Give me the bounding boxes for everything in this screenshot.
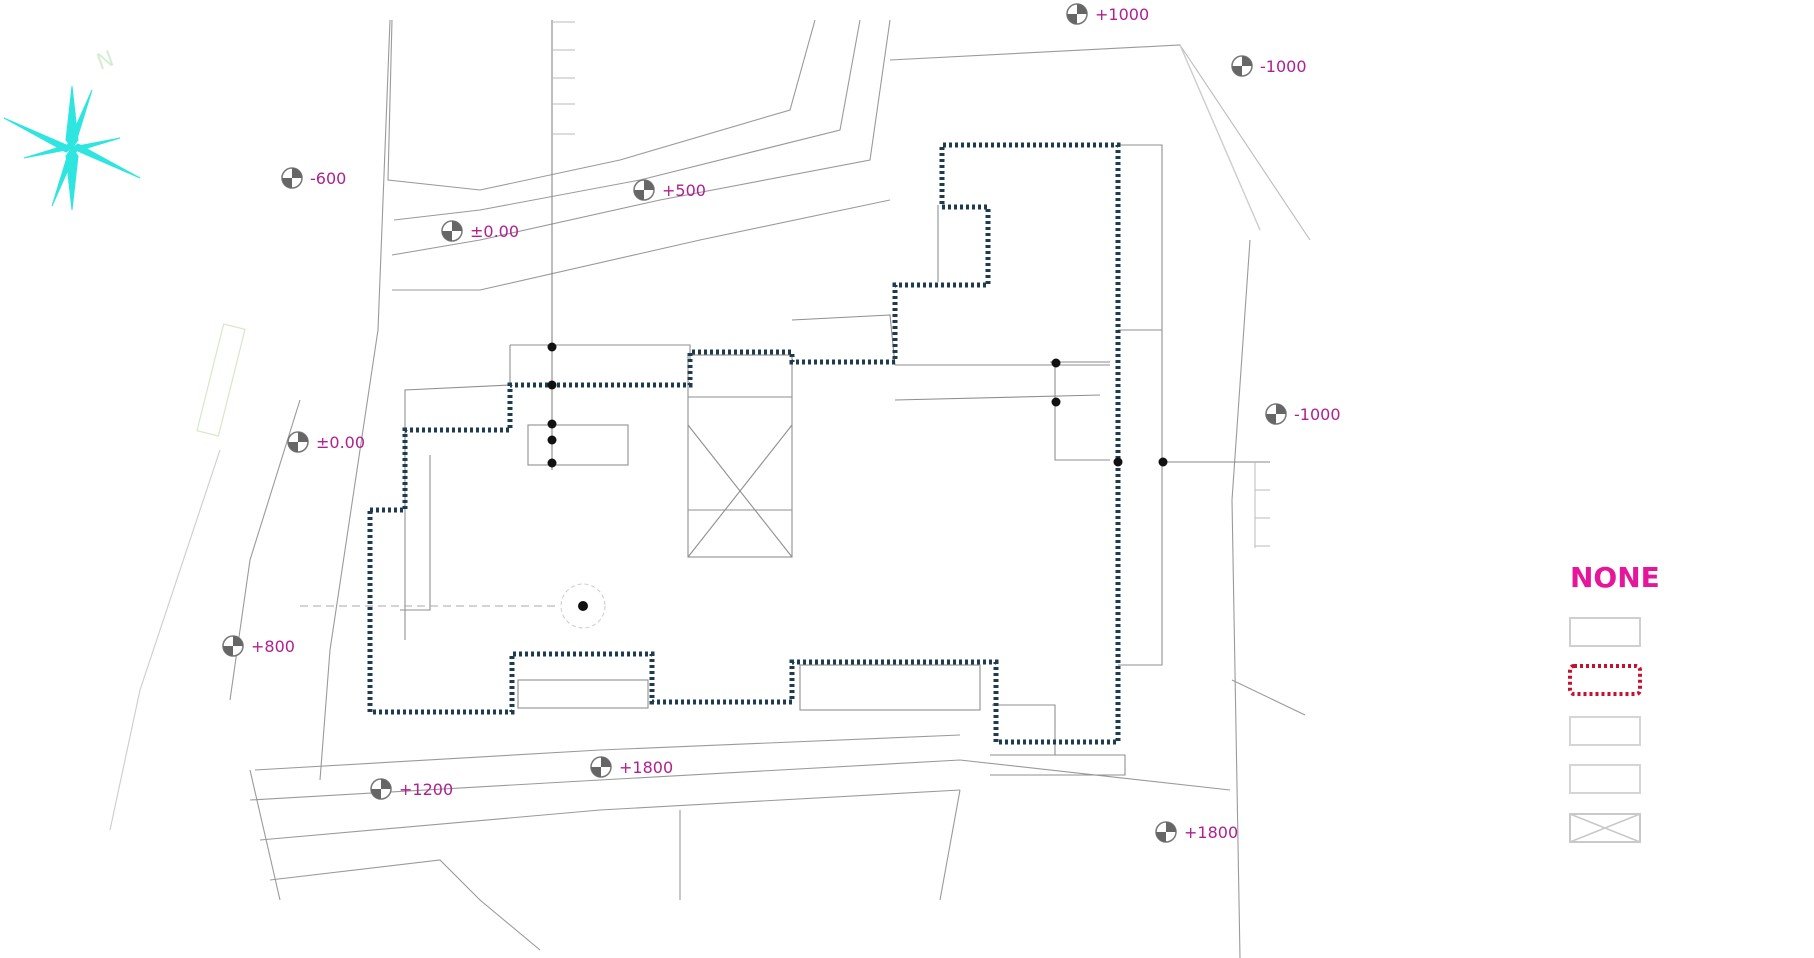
elevation-marker: +500 <box>633 179 706 201</box>
elevation-marker: -1000 <box>1265 403 1341 425</box>
elevation-label: +1800 <box>619 758 673 777</box>
elevation-label: -1000 <box>1260 57 1307 76</box>
survey-point-icon <box>547 342 557 352</box>
legend-swatch-plain-2 <box>1569 764 1641 794</box>
site-linework <box>109 19 1311 958</box>
legend-title: NONE <box>1570 561 1660 594</box>
elevation-marker: ±0.00 <box>287 431 365 453</box>
elevation-label: ±0.00 <box>470 222 519 241</box>
elevation-marker: -600 <box>281 167 346 189</box>
upper-dimension-ticks <box>552 21 1270 548</box>
elevation-marker: +1800 <box>590 756 673 778</box>
legend: NONE <box>1568 561 1660 843</box>
survey-point-icon <box>547 458 557 468</box>
survey-point-icon <box>547 380 557 390</box>
elevation-marker: +1800 <box>1155 821 1238 843</box>
elevation-label: -1000 <box>1294 405 1341 424</box>
elevation-marker: ±0.00 <box>441 220 519 242</box>
legend-swatch-cross <box>1569 813 1641 843</box>
survey-points <box>547 342 1168 468</box>
survey-point-icon <box>1113 457 1123 467</box>
survey-point-icon <box>547 419 557 429</box>
elevation-label: -600 <box>310 169 346 188</box>
legend-swatch-plain <box>1569 716 1641 746</box>
elevation-label: ±0.00 <box>316 433 365 452</box>
elevation-marker: -1000 <box>1231 55 1307 77</box>
legend-swatch-red-dotted <box>1568 664 1642 696</box>
reference-point-icon <box>300 583 606 629</box>
elevation-marker: +1200 <box>370 778 453 800</box>
svg-text:N: N <box>94 47 118 76</box>
elevation-label: +1800 <box>1184 823 1238 842</box>
elevation-label: +500 <box>662 181 706 200</box>
building-linework <box>400 144 1163 776</box>
survey-point-icon <box>547 435 557 445</box>
elevation-marker: +1000 <box>1066 3 1149 25</box>
building-boundary <box>367 142 1121 745</box>
survey-point-icon <box>1051 358 1061 368</box>
elevation-label: +1000 <box>1095 5 1149 24</box>
elevation-label: +800 <box>251 637 295 656</box>
legend-swatch-solid <box>1569 617 1641 647</box>
elevation-marker: +800 <box>222 635 295 657</box>
elevation-label: +1200 <box>399 780 453 799</box>
survey-point-icon <box>1158 457 1168 467</box>
north-arrow-icon: N <box>3 47 141 211</box>
left-strip <box>196 323 246 437</box>
elevation-markers: +1000 -1000 -600 +500 ±0.00 <box>222 3 1341 843</box>
survey-point-icon <box>1051 397 1061 407</box>
